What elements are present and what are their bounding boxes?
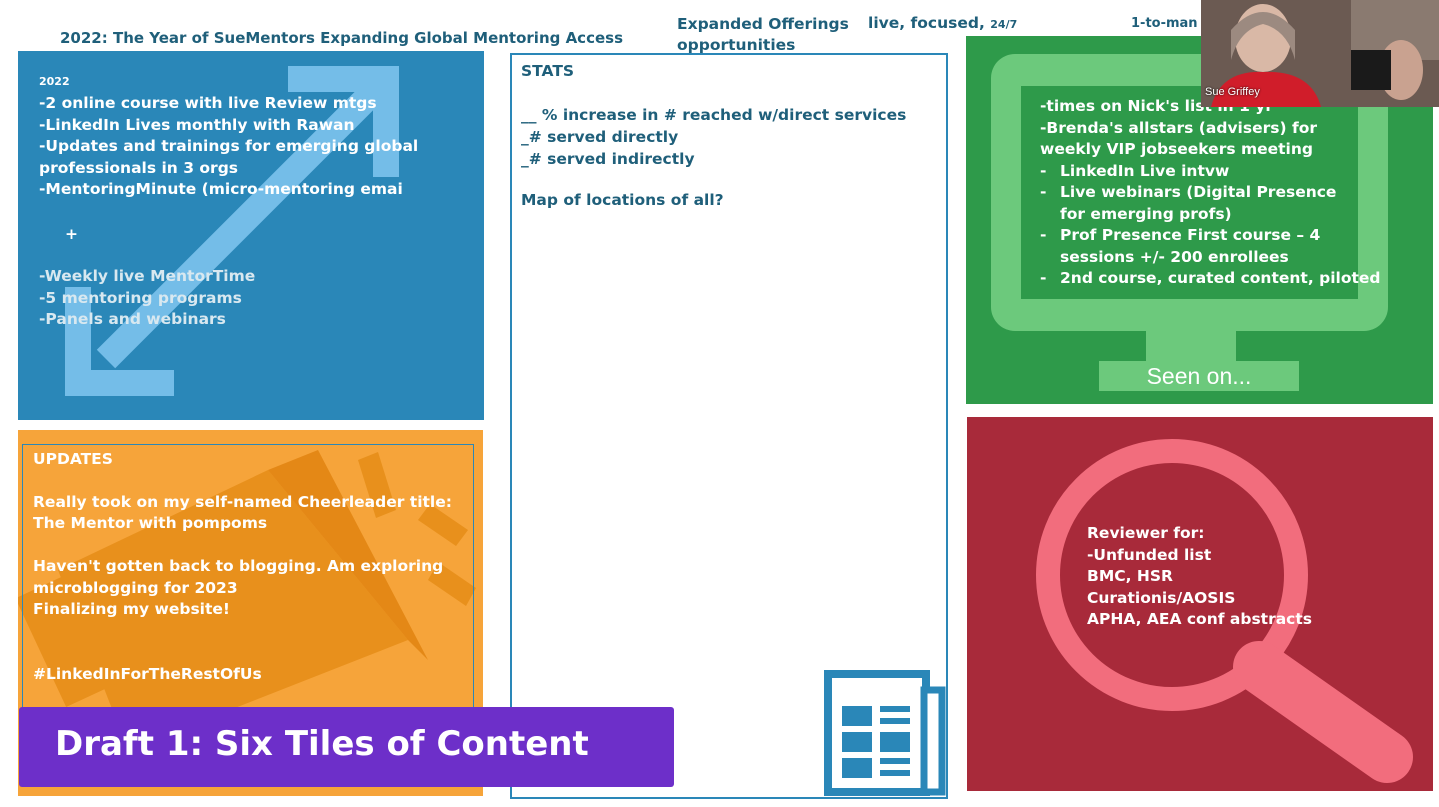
stats-map-line: Map of locations of all?	[521, 191, 724, 209]
seen-bullet-text: Prof Presence First course – 4	[1060, 226, 1321, 244]
seen-bullet-text: LinkedIn Live intvw	[1060, 161, 1230, 180]
live-focused-label: live, focused, 24/7	[868, 14, 1017, 32]
stats-heading: STATS	[521, 62, 575, 80]
tile-2022-line: -Weekly live MentorTime	[39, 267, 256, 285]
updates-text: UPDATES Really took on my self-named Che…	[33, 449, 452, 685]
hours-text: 24/7	[990, 18, 1018, 31]
updates-frame	[22, 444, 474, 715]
seen-on-text: -times on Nick's list in 1 yr -Brenda's …	[1040, 96, 1381, 290]
reviewer-line: Curationis/AOSIS	[1087, 588, 1236, 607]
live-focused-text: live, focused,	[868, 14, 985, 32]
stats-lines: __ % increase in # reached w/direct serv…	[521, 104, 906, 170]
seen-bullet: -LinkedIn Live intvw	[1040, 161, 1381, 183]
participant-name: Sue Griffey	[1205, 86, 1260, 98]
seen-bullet-text: sessions +/- 200 enrollees	[1060, 247, 1289, 266]
one-to-many-label: 1-to-man	[1131, 16, 1198, 31]
seen-bullet-text: 2nd course, curated content, piloted	[1060, 269, 1381, 287]
expanded-offerings-label: Expanded Offerings opportunities	[677, 14, 849, 56]
tile-2022-line: -MentoringMinute (micro-mentoring emai	[39, 180, 403, 198]
seen-line: -Brenda's allstars (advisers) for	[1040, 118, 1317, 137]
expanded-offerings-line2: opportunities	[677, 36, 796, 54]
megaphone-icon	[18, 450, 476, 750]
seen-bullet: -2nd course, curated content, piloted	[1040, 268, 1381, 290]
seen-line: weekly VIP jobseekers meeting	[1040, 140, 1313, 158]
seen-on-label: Seen on...	[1146, 363, 1252, 389]
tile-2022-line: -Panels and webinars	[39, 310, 226, 328]
tile-2022-text: 2022 -2 online course with live Review m…	[39, 71, 418, 331]
tile-2022-line: professionals in 3 orgs	[39, 158, 239, 177]
updates-hashtag: #LinkedInForTheRestOfUs	[33, 664, 262, 683]
seen-bullet-text: Live webinars (Digital Presence	[1060, 183, 1337, 201]
updates-heading: UPDATES	[33, 450, 113, 468]
draft-banner: Draft 1: Six Tiles of Content	[19, 707, 674, 787]
stats-line: __ % increase in # reached w/direct serv…	[521, 106, 907, 124]
newspaper-icon	[824, 670, 946, 796]
reviewer-line: Reviewer for:	[1087, 524, 1205, 542]
reviewer-line: APHA, AEA conf abstracts	[1087, 610, 1312, 628]
banner-text: Draft 1: Six Tiles of Content	[55, 724, 589, 764]
updates-line: microblogging for 2023	[33, 578, 238, 597]
tile-stats: STATS __ % increase in # reached w/direc…	[510, 53, 948, 799]
tile-2022-line: -2 online course with live Review mtgs	[39, 94, 377, 112]
tile-2022: 2022 -2 online course with live Review m…	[18, 51, 484, 420]
seen-bullet-text: for emerging profs)	[1060, 204, 1232, 223]
reviewer-line: BMC, HSR	[1087, 567, 1173, 585]
updates-line: Finalizing my website!	[33, 600, 230, 618]
participant-avatar-icon	[1201, 0, 1439, 107]
updates-line: The Mentor with pompoms	[33, 514, 268, 532]
participant-video[interactable]: Sue Griffey	[1201, 0, 1439, 107]
stats-line: _# served indirectly	[521, 150, 695, 168]
updates-line: Really took on my self-named Cheerleader…	[33, 492, 452, 511]
slide-title: 2022: The Year of SueMentors Expanding G…	[60, 29, 623, 47]
reviewer-line: -Unfunded list	[1087, 545, 1212, 564]
updates-line: Haven't gotten back to blogging. Am expl…	[33, 557, 444, 575]
monitor-screen	[1021, 86, 1358, 299]
stats-line: _# served directly	[521, 128, 679, 146]
tile-2022-line: 2022	[39, 75, 70, 88]
tile-2022-line: -LinkedIn Lives monthly with Rawan	[39, 115, 355, 134]
magnifier-icon	[1036, 439, 1413, 783]
tile-2022-line: -5 mentoring programs	[39, 288, 242, 307]
tile-reviewer: Reviewer for: -Unfunded list BMC, HSR Cu…	[967, 417, 1433, 791]
expanded-offerings-line1: Expanded Offerings	[677, 15, 849, 33]
tile-2022-line: -Updates and trainings for emerging glob…	[39, 137, 419, 155]
double-arrow-icon	[65, 66, 399, 396]
reviewer-text: Reviewer for: -Unfunded list BMC, HSR Cu…	[1087, 523, 1312, 631]
tile-2022-line: +	[65, 224, 78, 243]
